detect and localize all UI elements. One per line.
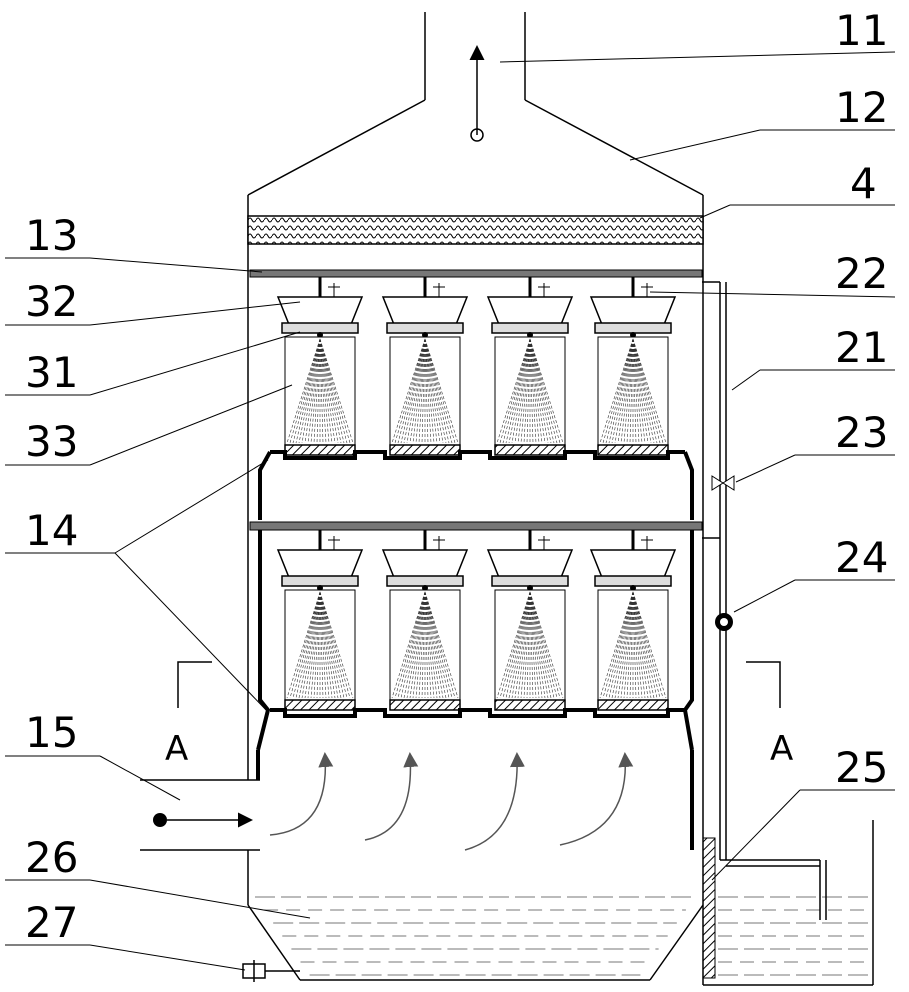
- label-4: 4: [850, 159, 877, 208]
- spray-unit: [591, 277, 675, 455]
- spray-unit: [383, 530, 467, 710]
- label-33: 33: [25, 417, 78, 466]
- leader-lines: [5, 52, 895, 970]
- section-label-left: A: [165, 729, 188, 769]
- spray-unit: [383, 277, 467, 455]
- drain-valve: [243, 960, 300, 982]
- label-25: 25: [835, 743, 888, 792]
- label-22: 22: [835, 249, 888, 298]
- upper-header-pipe: [250, 270, 702, 277]
- outlet-duct: [248, 12, 703, 195]
- label-24: 24: [835, 533, 888, 582]
- label-21: 21: [835, 323, 888, 372]
- label-11: 11: [835, 6, 888, 55]
- spray-units: [278, 277, 675, 710]
- label-15: 15: [25, 708, 78, 757]
- part-labels: 11 12 4 13 22 32 21 31 33 23 14 24 15 25…: [25, 6, 888, 947]
- label-27: 27: [25, 898, 78, 947]
- flow-arrows: [270, 755, 625, 850]
- spray-unit: [278, 530, 362, 710]
- demister-layer: [248, 216, 703, 244]
- label-31: 31: [25, 348, 78, 397]
- spray-unit: [488, 277, 572, 455]
- label-12: 12: [835, 83, 888, 132]
- spray-unit: [591, 530, 675, 710]
- label-32: 32: [25, 277, 78, 326]
- label-26: 26: [25, 833, 78, 882]
- liquid-pool: [255, 897, 870, 975]
- gas-inlet: [140, 780, 260, 850]
- label-14: 14: [25, 506, 78, 555]
- label-13: 13: [25, 211, 78, 260]
- section-label-right: A: [770, 729, 793, 769]
- spray-unit: [278, 277, 362, 455]
- circulation-system: [702, 282, 873, 985]
- lower-header-pipe: [250, 522, 702, 530]
- spray-unit: [488, 530, 572, 710]
- label-23: 23: [835, 408, 888, 457]
